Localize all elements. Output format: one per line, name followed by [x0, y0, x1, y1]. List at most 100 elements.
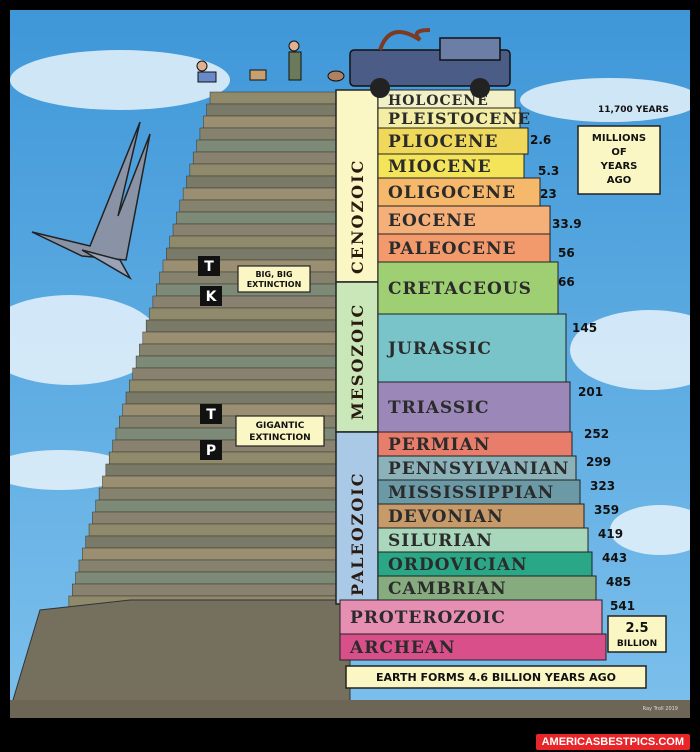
rock-stratum — [179, 199, 351, 213]
period-label: CRETACEOUS — [388, 279, 532, 299]
era-box-paleozoic — [335, 431, 379, 605]
rock-stratum — [145, 319, 351, 333]
rock-stratum — [95, 499, 351, 513]
age-label: 443 — [602, 551, 627, 565]
period-band — [377, 233, 551, 263]
period-band — [377, 479, 581, 505]
rock-stratum — [152, 295, 351, 309]
period-label: MISSISSIPPIAN — [388, 483, 554, 503]
gigantic-extinction-line-1: GIGANTIC — [256, 421, 305, 431]
period-label: PALEOCENE — [388, 239, 516, 259]
rock-stratum — [192, 151, 351, 165]
period-band — [377, 177, 541, 207]
big-extinction-callout: BIG, BIG EXTINCTION — [237, 265, 311, 293]
big-extinction-line-1: BIG, BIG — [255, 270, 292, 279]
summit-scene — [196, 28, 511, 98]
period-band — [377, 313, 567, 383]
age-label: 2.6 — [530, 133, 551, 147]
badge-k-label: K — [206, 289, 218, 305]
millions-line-3: YEARS — [600, 161, 638, 172]
period-band — [377, 551, 593, 577]
period-label: OLIGOCENE — [388, 183, 516, 203]
badge-k — [200, 286, 222, 306]
rock-stratum — [172, 223, 351, 237]
era-box-mesozoic — [335, 281, 379, 433]
period-label: TRIASSIC — [388, 398, 490, 418]
gigantic-extinction-callout: GIGANTIC EXTINCTION — [235, 415, 325, 447]
period-badges: T K T P — [198, 256, 222, 460]
period-label: EOCENE — [388, 211, 477, 231]
rock-stratum — [182, 187, 351, 201]
period-bands: HOLOCENEPLEISTOCENEPLIOCENEMIOCENEOLIGOC… — [339, 89, 607, 661]
age-label: 323 — [590, 479, 615, 493]
period-band — [377, 261, 559, 315]
billion-value: 2.5 — [625, 621, 648, 636]
period-label: ARCHEAN — [349, 638, 456, 658]
gigantic-extinction-line-2: EXTINCTION — [249, 433, 310, 443]
rock-stratum — [149, 307, 351, 321]
millions-line-1: MILLIONS — [592, 133, 646, 144]
billion-unit: BILLION — [617, 639, 657, 649]
age-label: 201 — [578, 385, 603, 399]
rock-stratum — [105, 463, 351, 477]
badge-p — [200, 440, 222, 460]
rock-stratum — [189, 163, 351, 177]
rock-stratum — [122, 403, 351, 417]
rock-stratum — [102, 475, 351, 489]
period-band — [377, 431, 573, 457]
period-label: MIOCENE — [388, 157, 492, 177]
period-label: PERMIAN — [388, 435, 490, 455]
rock-stratum — [186, 175, 351, 189]
clouds — [10, 50, 690, 555]
rock-stratum — [92, 511, 351, 525]
rock-stratum — [142, 331, 351, 345]
pterosaur-illustration — [31, 121, 151, 281]
person-kneeling — [196, 60, 217, 83]
rock-stratum — [135, 355, 351, 369]
age-label: 299 — [586, 455, 611, 469]
period-band — [377, 153, 525, 179]
rock-stratum — [132, 367, 351, 381]
rock-column — [10, 91, 351, 711]
period-label: HOLOCENE — [388, 93, 489, 109]
age-label: 419 — [598, 527, 623, 541]
rock-base — [10, 599, 351, 711]
age-label: 485 — [606, 575, 631, 589]
age-label: 23 — [540, 187, 557, 201]
earth-forms-callout: EARTH FORMS 4.6 BILLION YEARS AGO — [345, 665, 647, 689]
rock-stratum — [108, 451, 351, 465]
age-label: 145 — [572, 321, 597, 335]
period-label: PENNSYLVANIAN — [388, 459, 569, 479]
rock-stratum — [78, 559, 351, 573]
badge-p-label: P — [206, 443, 216, 459]
rock-stratum — [176, 211, 351, 225]
earth-forms-text: EARTH FORMS 4.6 BILLION YEARS AGO — [376, 671, 616, 684]
rock-stratum — [71, 583, 351, 597]
rock-stratum — [125, 391, 351, 405]
millions-line-4: AGO — [607, 175, 631, 186]
period-label: ORDOVICIAN — [388, 555, 528, 575]
rock-stratum — [209, 91, 351, 105]
billion-callout: 2.5 BILLION — [607, 615, 667, 653]
period-band — [339, 599, 603, 635]
badge-t-top-label: T — [204, 259, 214, 275]
period-label: JURASSIC — [386, 339, 492, 359]
age-label: 56 — [558, 246, 575, 260]
period-label: PLIOCENE — [388, 132, 498, 152]
illustration-svg: CENOZOIC MESOZOIC PALEOZOIC HOLOCENEPLEI… — [10, 10, 690, 718]
rock-stratum — [196, 139, 351, 153]
rock-stratum — [199, 127, 351, 141]
period-band — [377, 381, 571, 433]
age-label: 11,700 YEARS — [598, 105, 669, 115]
era-column: CENOZOIC MESOZOIC PALEOZOIC — [335, 89, 379, 605]
rock-stratum — [203, 115, 351, 129]
millions-line-2: OF — [611, 147, 626, 158]
rock-stratum — [88, 523, 351, 537]
artist-signature: Ray Troll 2019 — [643, 706, 678, 712]
rock-stratum — [206, 103, 351, 117]
period-label: SILURIAN — [388, 531, 493, 551]
millions-callout: MILLIONS OF YEARS AGO — [577, 125, 661, 195]
big-extinction-line-2: EXTINCTION — [247, 280, 302, 289]
rock-stratum — [139, 343, 351, 357]
